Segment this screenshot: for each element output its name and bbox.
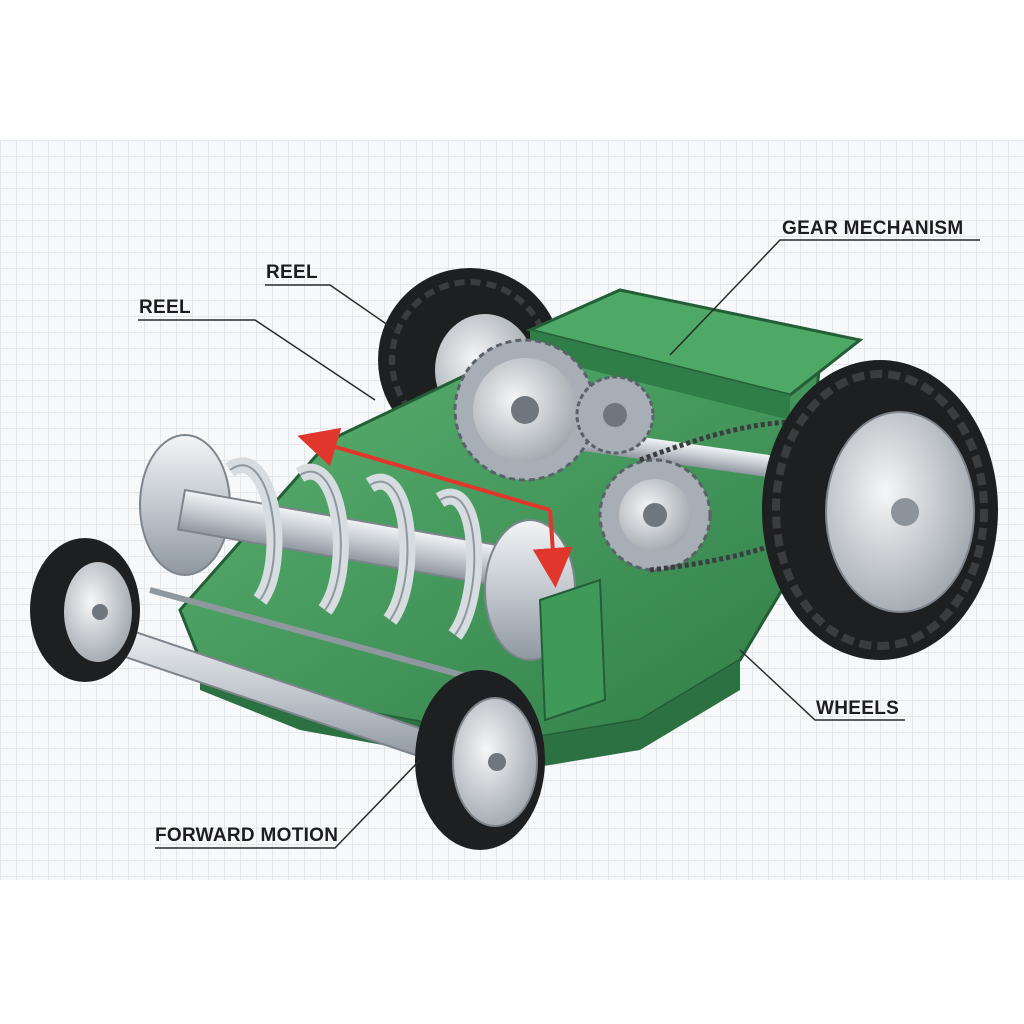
gear-icon	[575, 375, 655, 455]
leader-lines	[138, 239, 980, 849]
label-reel-lower: REEL	[139, 297, 191, 318]
gear-icon	[598, 458, 712, 572]
deck-lip	[200, 660, 740, 770]
gear-housing-bar	[525, 288, 864, 420]
reel-blade-icon	[139, 434, 576, 661]
wheel-icon	[415, 670, 545, 850]
wheel-icon	[30, 538, 140, 682]
label-gear-mechanism: GEAR MECHANISM	[782, 218, 964, 239]
label-forward-motion: FORWARD MOTION	[155, 825, 339, 846]
gear-icon	[453, 338, 597, 482]
reel-side-plate	[538, 578, 607, 722]
label-reel-upper: REEL	[266, 262, 318, 283]
label-wheels: WHEELS	[816, 698, 900, 719]
arrow-icon	[297, 427, 573, 588]
rear-right-wheel	[762, 360, 998, 660]
